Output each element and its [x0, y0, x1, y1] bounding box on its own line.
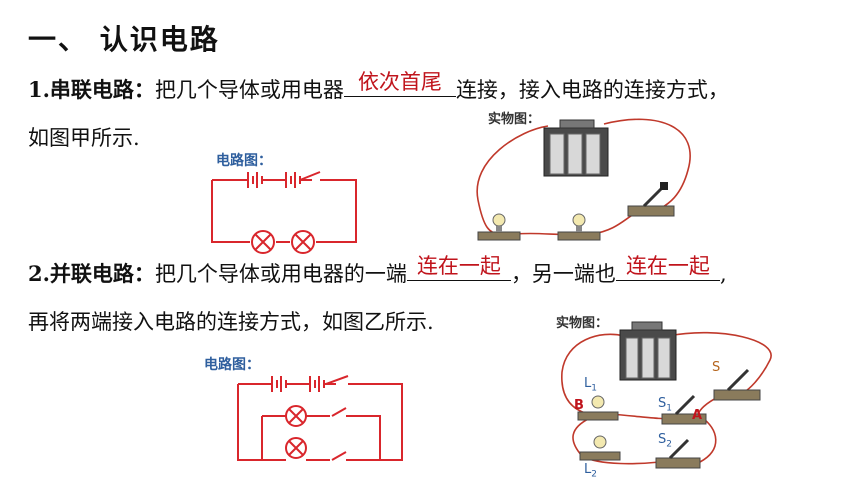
parallel-blank-2: 连在一起 — [615, 254, 720, 281]
label-B: B — [574, 398, 584, 413]
parallel-label: 2.并联电路： — [28, 261, 155, 286]
series-text-after: 连接，接入电路的连接方式， — [455, 78, 729, 102]
series-blank: 依次首尾 — [343, 70, 456, 97]
battery-box-icon — [543, 119, 609, 177]
parallel-answer-1: 连在一起 — [416, 254, 501, 278]
label-S2: S2 — [658, 432, 672, 450]
switch-icon — [661, 394, 707, 425]
parallel-text-mid: ，另一端也 — [510, 262, 616, 286]
photo-caption-series: 实物图： — [488, 112, 541, 127]
series-line2: 如图甲所示. — [28, 126, 140, 150]
series-answer: 依次首尾 — [357, 70, 442, 94]
switch-icon — [655, 438, 701, 469]
label-S: S — [712, 360, 721, 375]
series-paragraph: 1.串联电路：把几个导体或用电器依次首尾连接，接入电路的连接方式， — [28, 70, 729, 104]
photo-caption-parallel: 实物图： — [556, 316, 609, 331]
section-heading: 一、 认识电路 — [28, 23, 220, 56]
label-S1: S1 — [658, 396, 672, 414]
parallel-line2: 再将两端接入电路的连接方式，如图乙所示. — [28, 310, 434, 334]
battery-box-icon — [619, 321, 677, 381]
diagram-caption-series: 电路图： — [216, 153, 272, 169]
switch-icon — [627, 182, 675, 217]
label-L2: L2 — [584, 462, 597, 480]
series-label: 1.串联电路： — [28, 77, 155, 102]
bulb-icon — [557, 213, 601, 241]
parallel-text-before: 把几个导体或用电器的一端 — [154, 262, 407, 286]
switch-icon — [713, 368, 761, 401]
bulb-icon — [577, 395, 619, 421]
bulb-icon — [477, 213, 521, 241]
series-text-before: 把几个导体或用电器 — [154, 78, 344, 102]
parallel-blank-1: 连在一起 — [406, 254, 511, 281]
parallel-answer-2: 连在一起 — [625, 254, 710, 278]
label-L1: L1 — [584, 376, 597, 394]
parallel-text-end: , — [719, 262, 727, 286]
diagram-caption-parallel: 电路图： — [204, 357, 260, 373]
parallel-paragraph: 2.并联电路：把几个导体或用电器的一端连在一起，另一端也连在一起, — [28, 254, 727, 288]
label-A: A — [692, 408, 703, 423]
bulb-icon — [579, 435, 621, 461]
